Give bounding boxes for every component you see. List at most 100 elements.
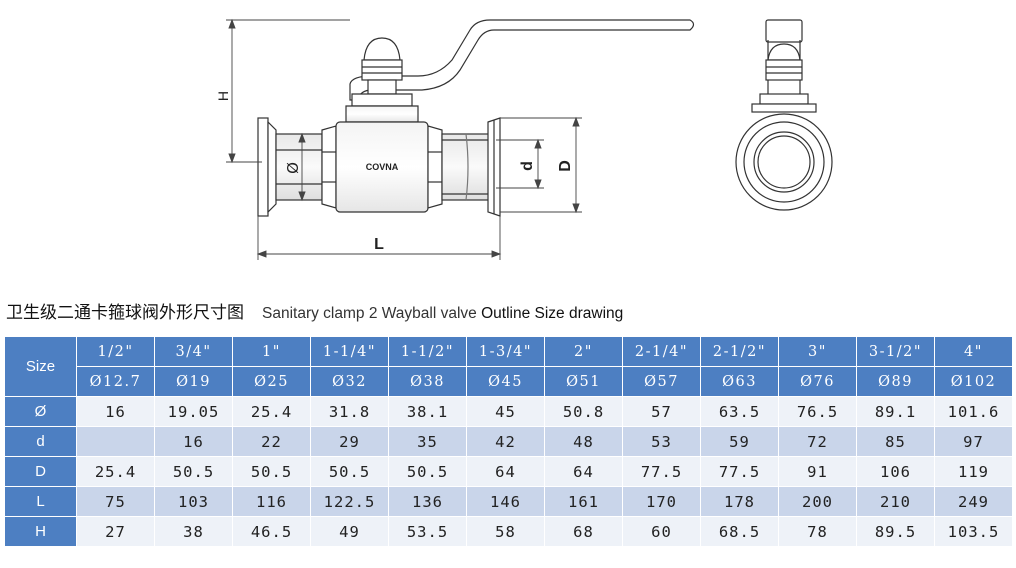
table-cell: 53.5 [388,516,467,547]
table-cell: 16 [154,426,233,457]
mm-size-cell: Ø45 [466,366,545,397]
table-cell: 136 [388,486,467,517]
table-cell: 76.5 [778,396,857,427]
inch-size-cell: 2" [544,336,623,367]
caption-english: Sanitary clamp 2 Wayball valve Outline S… [262,305,623,323]
table-cell: 75 [76,486,155,517]
table-cell: 178 [700,486,779,517]
table-cell: 31.8 [310,396,389,427]
inch-size-cell: 2-1/2" [700,336,779,367]
dim-label-H: H [215,91,231,101]
table-cell: 29 [310,426,389,457]
table-cell: 57 [622,396,701,427]
table-cell: 89.5 [856,516,935,547]
right-hex-nut [427,125,443,209]
table-cell: 77.5 [700,456,779,487]
caption-chinese: 卫生级二通卡箍球阀外形尺寸图 [6,303,244,323]
table-cell: 35 [388,426,467,457]
row-label-cell: D [4,456,77,487]
table-cell: 68 [544,516,623,547]
table-cell: 170 [622,486,701,517]
table-cell: 25.4 [76,456,155,487]
mm-size-cell: Ø32 [310,366,389,397]
valve-outline-drawing: H Ø d D L COVNA [215,18,833,260]
stem-dome [363,37,401,61]
table-cell: 103 [154,486,233,517]
table-cell: 50.8 [544,396,623,427]
mm-size-cell: Ø38 [388,366,467,397]
mm-size-cell: Ø102 [934,366,1013,397]
table-cell: 78 [778,516,857,547]
table-cell: 116 [232,486,311,517]
table-cell: 59 [700,426,779,457]
front-view [257,19,695,217]
inch-size-cell: 1-3/4" [466,336,545,367]
dim-label-D: D [557,160,574,172]
table-cell: 49 [310,516,389,547]
table-cell: 45 [466,396,545,427]
inch-size-cell: 4" [934,336,1013,367]
table-cell: 42 [466,426,545,457]
dim-label-d: d [519,161,536,171]
left-hex-nut [321,125,337,209]
side-lever [765,19,803,43]
table-cell: 106 [856,456,935,487]
table-cell: 38.1 [388,396,467,427]
mm-size-cell: Ø51 [544,366,623,397]
table-cell: 19.05 [154,396,233,427]
table-cell: 25.4 [232,396,311,427]
table-cell: 77.5 [622,456,701,487]
stem-nut [361,59,403,81]
inch-size-cell: 3/4" [154,336,233,367]
table-cell: 161 [544,486,623,517]
table-cell: 50.5 [310,456,389,487]
dimension-lines [226,18,582,260]
lever-handle [349,19,695,101]
table-cell: 64 [544,456,623,487]
table-cell: 58 [466,516,545,547]
side-outer-circle [735,113,833,211]
table-cell: 22 [232,426,311,457]
mm-size-cell: Ø19 [154,366,233,397]
row-label-cell: d [4,426,77,457]
table-cell: 16 [76,396,155,427]
table-cell: 103.5 [934,516,1013,547]
caption-english-part1: Sanitary clamp 2 Wayball valve [262,305,477,322]
table-cell: 200 [778,486,857,517]
inch-size-cell: 3" [778,336,857,367]
mm-size-cell: Ø76 [778,366,857,397]
table-cell: 64 [466,456,545,487]
caption-english-part2: Outline Size drawing [481,305,624,322]
left-ferrule [257,117,269,217]
table-cell: 210 [856,486,935,517]
brand-label: COVNA [366,162,399,172]
table-cell: 38 [154,516,233,547]
mm-size-cell: Ø63 [700,366,779,397]
table-cell: 91 [778,456,857,487]
dim-label-L: L [374,236,384,253]
table-header-row-mm: Ø12.7 Ø19 Ø25 Ø32 Ø38 Ø45 Ø51 Ø57 Ø63 Ø7… [5,366,1013,397]
mm-size-cell: Ø12.7 [76,366,155,397]
inch-size-cell: 3-1/2" [856,336,935,367]
mm-size-cell: Ø25 [232,366,311,397]
table-cell: 63.5 [700,396,779,427]
inch-size-cell: 1" [232,336,311,367]
table-cell: 68.5 [700,516,779,547]
drawing-caption: 卫生级二通卡箍球阀外形尺寸图 Sanitary clamp 2 Wayball … [6,298,623,324]
inch-size-cell: 1-1/2" [388,336,467,367]
table-cell: 122.5 [310,486,389,517]
table-cell: 146 [466,486,545,517]
table-cell: 101.6 [934,396,1013,427]
inch-size-cell: 2-1/4" [622,336,701,367]
table-cell: 85 [856,426,935,457]
row-label-cell: Ø [4,396,77,427]
inch-size-cell: 1/2" [76,336,155,367]
table-cell: 53 [622,426,701,457]
table-cell: 50.5 [154,456,233,487]
table-cell: 119 [934,456,1013,487]
table-cell: 48 [544,426,623,457]
